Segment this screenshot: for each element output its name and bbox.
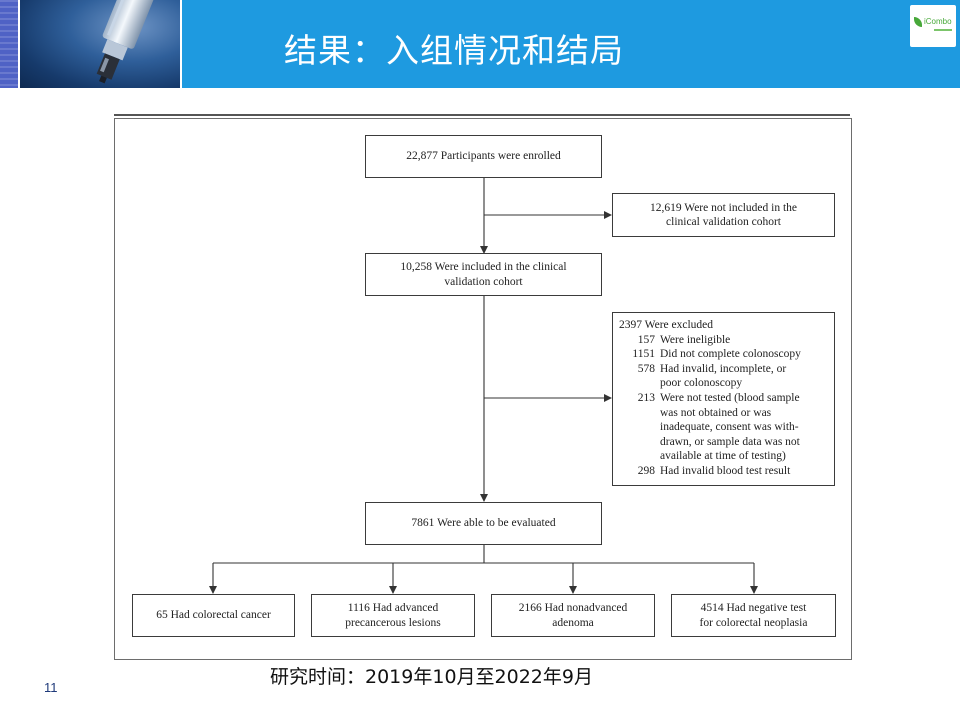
excluded-count: 298 xyxy=(637,464,655,477)
excluded-reason: Had invalid, incomplete, or poor colonos… xyxy=(660,362,787,390)
icombo-logo: iCombo xyxy=(910,5,956,47)
excluded-reason: Were ineligible xyxy=(660,333,731,346)
logo-underline xyxy=(934,29,952,31)
excluded-item: 578 Had invalid, incomplete, or poor col… xyxy=(619,362,828,391)
excluded-count: 1151 xyxy=(632,348,655,361)
header-side-stripe-pattern xyxy=(0,0,18,88)
header-side-stripe xyxy=(0,0,18,88)
header-photo xyxy=(20,0,180,88)
excluded-count: 157 xyxy=(637,333,655,346)
box-outcome-nonadvanced-adenoma: 2166 Had nonadvanced adenoma xyxy=(491,594,655,637)
header-bar: 结果：入组情况和结局 iCombo xyxy=(182,0,960,88)
excluded-reason: Were not tested (blood sample was not ob… xyxy=(660,391,800,463)
box-not-included: 12,619 Were not included in the clinical… xyxy=(612,193,835,237)
logo-text: iCombo xyxy=(924,17,952,26)
excluded-reason: Did not complete colonoscopy xyxy=(660,348,801,361)
excluded-reason: Had invalid blood test result xyxy=(660,464,791,477)
page-number: 11 xyxy=(44,680,58,695)
box-outcome-crc: 65 Had colorectal cancer xyxy=(132,594,295,637)
box-outcome-advanced-lesions: 1116 Had advanced precancerous lesions xyxy=(311,594,475,637)
excluded-count: 578 xyxy=(637,362,655,375)
excluded-item: 213 Were not tested (blood sample was no… xyxy=(619,391,828,464)
box-included: 10,258 Were included in the clinical val… xyxy=(365,253,602,296)
box-evaluated: 7861 Were able to be evaluated xyxy=(365,502,602,545)
study-time-note: 研究时间：2019年10月至2022年9月 xyxy=(270,666,593,688)
leaf-icon xyxy=(914,17,922,27)
syringe-image-icon xyxy=(96,0,161,84)
figure-top-rule xyxy=(114,114,850,116)
box-outcome-negative: 4514 Had negative test for colorectal ne… xyxy=(671,594,836,637)
slide-title: 结果：入组情况和结局 xyxy=(284,31,624,70)
excluded-item: 157 Were ineligible xyxy=(619,333,828,348)
box-enrolled: 22,877 Participants were enrolled xyxy=(365,135,602,178)
excluded-item: 1151 Did not complete colonoscopy xyxy=(619,347,828,362)
excluded-title: 2397 Were excluded xyxy=(619,319,714,331)
box-excluded: 2397 Were excluded 157 Were ineligible 1… xyxy=(612,312,835,486)
excluded-count: 213 xyxy=(637,391,655,404)
excluded-item: 298 Had invalid blood test result xyxy=(619,464,828,479)
